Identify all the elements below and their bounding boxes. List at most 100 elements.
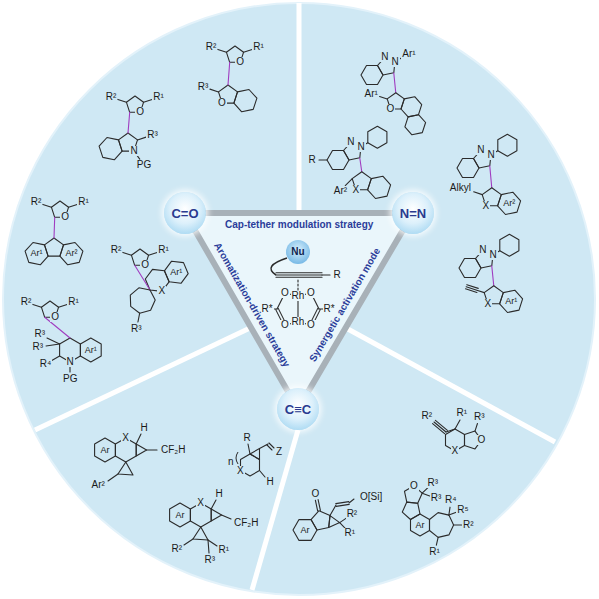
ring-outline [130, 288, 155, 313]
ring-outline [311, 511, 330, 530]
bond-line [46, 344, 60, 346]
ring-outline [164, 261, 188, 283]
atom-label: Ar¹ [364, 89, 379, 99]
bond-line [474, 192, 483, 195]
bond-line [69, 204, 78, 207]
atom-label: R¹ [456, 408, 469, 418]
atom-label: n [227, 457, 235, 467]
atom-label: R¹ [344, 528, 357, 538]
ring-outline [118, 462, 133, 475]
ring-outline [234, 90, 257, 112]
atom-label: R² [30, 197, 43, 207]
atom-label: CF₂H [233, 518, 259, 528]
bond-line [138, 137, 147, 140]
bond-line [330, 505, 336, 516]
ring-outline [368, 176, 391, 198]
node-text: C=O [171, 207, 198, 220]
ring-outline [99, 138, 122, 160]
bond-line [108, 474, 118, 481]
bond-line [53, 217, 55, 238]
atom-label: O [306, 288, 316, 298]
bond-line [208, 540, 217, 546]
atom-label: R³ [473, 412, 486, 422]
ring-outline [498, 192, 521, 214]
atom-label: O [135, 107, 145, 117]
bond-line [336, 502, 349, 504]
ring-outline [368, 126, 387, 148]
atom-label: R³ [130, 324, 143, 334]
bond-line [435, 420, 447, 430]
ring-outline [211, 509, 221, 521]
atom-label: R⁵ [456, 505, 469, 515]
atom-label: O [409, 481, 419, 491]
bond-line [449, 512, 456, 515]
atom-label: R² [346, 509, 359, 519]
atom-label: Ar² [91, 480, 106, 490]
atom-label: X [481, 201, 490, 211]
bond-line [319, 159, 327, 160]
atom-label: O [306, 320, 316, 330]
atom-label: R³ [32, 342, 45, 352]
strategy-label: Aromatization-driven strategy [212, 241, 291, 369]
atom-label: O [217, 98, 227, 108]
bond-line [228, 62, 230, 85]
bond-line [454, 524, 462, 525]
atom-label: R³ [34, 329, 47, 339]
bond-line [184, 539, 193, 545]
bond-line [360, 158, 362, 172]
bond-type-circle: N=N [392, 192, 434, 234]
outer-disc [3, 3, 595, 595]
ring-outline [500, 234, 519, 256]
atom-label: R¹ [252, 42, 265, 52]
strategy-label: Synergetic activation mode [308, 246, 382, 363]
atom-label: R² [421, 411, 434, 421]
ring-outline [193, 527, 208, 540]
atom-label: O [280, 320, 290, 330]
atom-label: R² [105, 92, 118, 102]
atom-label: O [310, 489, 320, 499]
bond-line [318, 500, 320, 511]
sector-divider [35, 328, 250, 430]
atom-label: R³ [430, 493, 443, 503]
atom-label: R² [462, 520, 475, 530]
bond-type-circle: C=O [164, 192, 206, 234]
ring-outline [401, 97, 422, 117]
bond-line [449, 507, 450, 515]
atom-label: X [351, 185, 360, 195]
bond-line [433, 424, 445, 434]
atom-label: N [488, 250, 497, 260]
atom-label: N [346, 137, 355, 147]
bond-line [336, 504, 349, 506]
bond-line [222, 515, 231, 519]
atom-label: N [390, 57, 399, 67]
triangle-side [309, 231, 403, 391]
bond-line [33, 304, 42, 307]
atom-label: Alkyl [449, 183, 472, 193]
node-text: Nu [291, 247, 304, 257]
atom-label: R³ [204, 555, 217, 565]
bond-line [465, 289, 476, 293]
atom-label: Ar¹ [169, 268, 183, 277]
atom-label: O [385, 104, 395, 114]
atom-label: H [215, 489, 224, 499]
bond-line [128, 112, 130, 133]
atom-label: R¹ [67, 297, 80, 307]
atom-label: N [356, 142, 365, 152]
atom-label: O [60, 212, 70, 222]
atom-label: Ar¹ [30, 249, 44, 258]
atom-label: R² [110, 245, 123, 255]
atom-label: O [280, 288, 290, 298]
nucleophile-circle: Nu [286, 240, 310, 264]
atom-label: Rh [291, 317, 306, 327]
sector-divider [252, 430, 298, 590]
ring-outline [329, 516, 340, 528]
atom-label: O [140, 260, 150, 270]
atom-label: Ar [175, 511, 186, 520]
atom-label: O [476, 435, 486, 445]
bond-line [422, 488, 428, 494]
bond-line [467, 285, 478, 289]
bond-line [349, 499, 354, 503]
bond-line [490, 166, 492, 188]
ring-outline [25, 243, 48, 265]
